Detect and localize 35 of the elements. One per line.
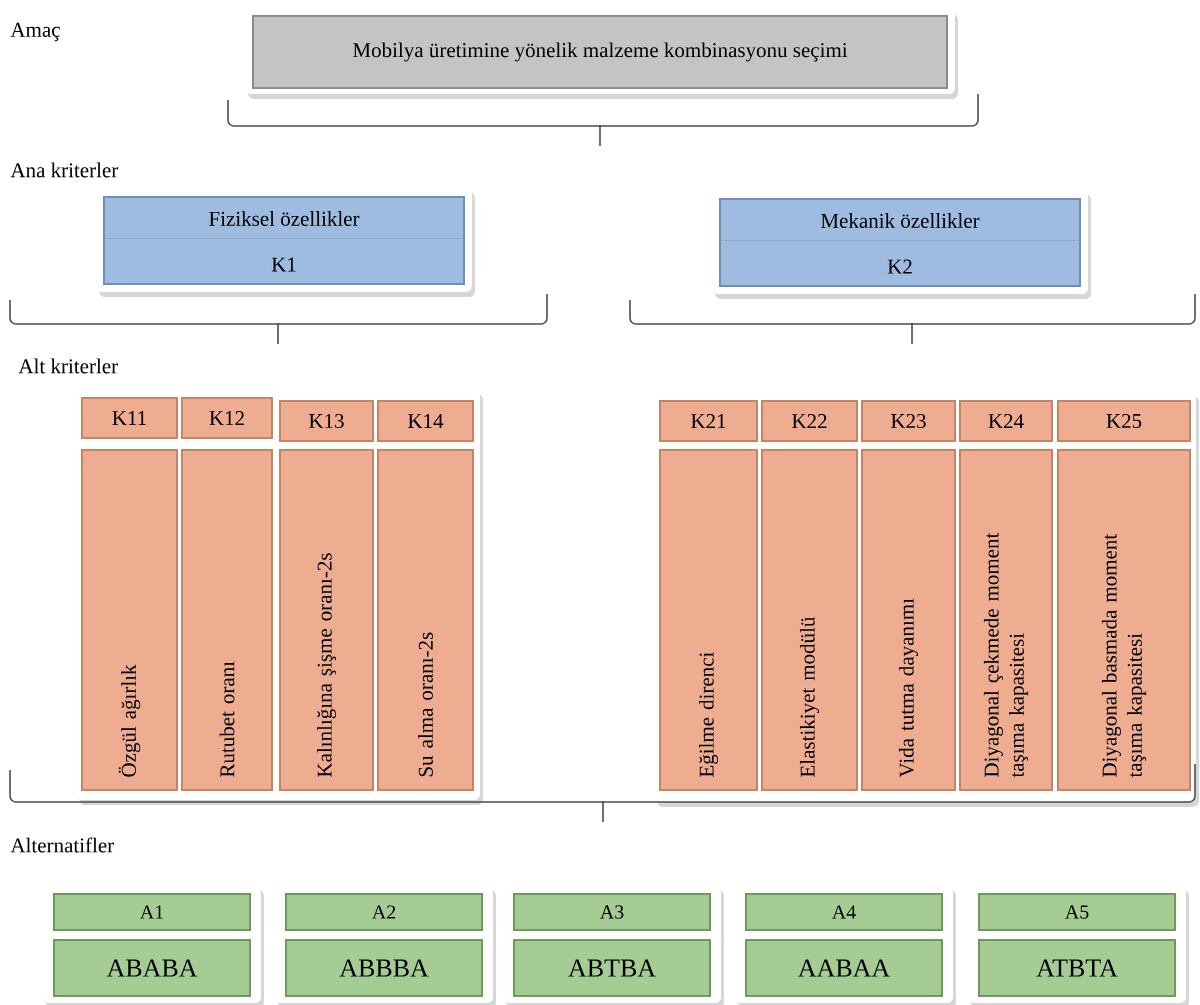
criterion-column: Diyagonal basmada moment taşıma kapasitesi — [1057, 449, 1191, 791]
criterion-code-box: K24 — [959, 400, 1053, 442]
criterion-column: Rutubet oranı — [181, 449, 273, 791]
criterion-column: Elastikiyet modülü — [761, 449, 858, 791]
criterion-code-box: K12 — [181, 397, 273, 439]
criterion-code-box: K25 — [1057, 400, 1191, 442]
alternative-code-box: A1 — [53, 893, 251, 931]
criterion-column: Kalınlığına şişme oranı-2s — [279, 449, 374, 791]
criterion-box: Fiziksel özellikler K1 — [103, 196, 465, 285]
alternative-box: AABAA — [745, 939, 943, 997]
criterion-code-box: K22 — [761, 400, 858, 442]
criterion-column: Eğilme direnci — [659, 449, 758, 791]
criterion-column: Diyagonal çekmede moment taşıma kapasitesi — [959, 449, 1053, 791]
criterion-box: Mekanik özellikler K2 — [719, 198, 1081, 287]
criterion-column: Su alma oranı-2s — [377, 449, 474, 791]
alternative-code-box: A5 — [978, 893, 1176, 931]
alternative-box: ABBBA — [285, 939, 483, 997]
alternative-box: ABTBA — [513, 939, 711, 997]
row-label: Ana kriterler — [10, 162, 119, 178]
criterion-code-box: K13 — [279, 400, 374, 442]
alternative-code-box: A4 — [745, 893, 943, 931]
row-label: Alt kriterler — [18, 358, 118, 374]
criterion-code-box: K23 — [861, 400, 956, 442]
criterion-code-box: K14 — [377, 400, 474, 442]
goal-box: Mobilya üretimine yönelik malzeme kombinasyonu seçimi — [252, 15, 948, 89]
alternative-box: ATBTA — [978, 939, 1176, 997]
criterion-column: Özgül ağırlık — [81, 449, 178, 791]
row-label: Amaç — [10, 22, 60, 42]
alternative-code-box: A2 — [285, 893, 483, 931]
alternative-box: ABABA — [53, 939, 251, 997]
criterion-code-box: K21 — [659, 400, 758, 442]
alternative-code-box: A3 — [513, 893, 711, 931]
criterion-column: Vida tutma dayanımı — [861, 449, 956, 791]
criterion-code-box: K11 — [81, 397, 178, 439]
row-label: Alternatifler — [10, 837, 114, 853]
